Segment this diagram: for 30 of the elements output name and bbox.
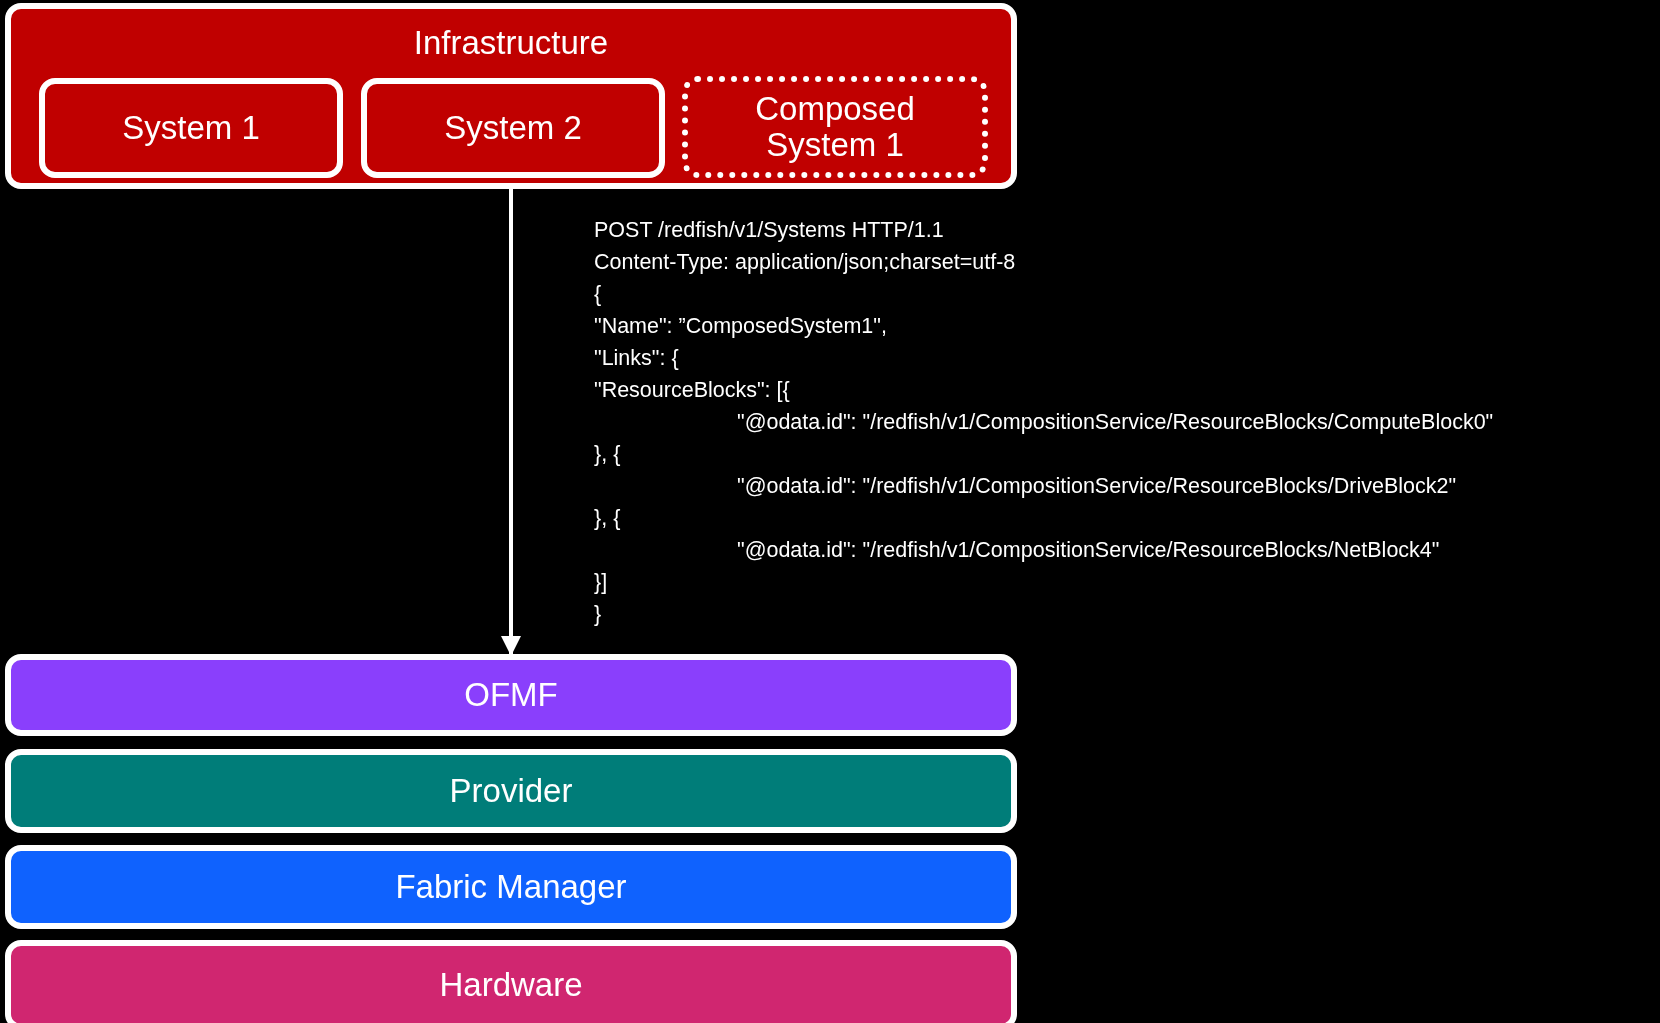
system-box (361, 78, 665, 178)
code-line: "ResourceBlocks": [{ (594, 378, 790, 404)
node-label: System 2 (444, 109, 582, 147)
code-line: }] (594, 570, 608, 596)
node-label: System 1 (122, 109, 260, 147)
code-line: "@odata.id": "/redfish/v1/CompositionService/ResourceBlocks/ComputeBlock0" (737, 410, 1494, 436)
node-label: Fabric Manager (395, 868, 627, 906)
code-line: }, { (594, 506, 621, 532)
node-label: Composed System 1 (754, 90, 916, 164)
code-line: { (594, 282, 602, 308)
system-box (682, 76, 988, 178)
node-label: Hardware (439, 966, 583, 1004)
infrastructure-panel (5, 3, 1017, 189)
code-line: Content-Type: application/json;charset=utf-8 (594, 250, 1016, 276)
code-line: } (594, 602, 602, 628)
code-line: "@odata.id": "/redfish/v1/CompositionService/ResourceBlocks/NetBlock4" (737, 538, 1440, 564)
layer-bar (5, 749, 1017, 833)
layer-bar (5, 845, 1017, 929)
arrow (501, 189, 521, 656)
code-line: "Links": { (594, 346, 679, 372)
code-line: "@odata.id": "/redfish/v1/CompositionService/ResourceBlocks/DriveBlock2" (737, 474, 1457, 500)
node-label: Infrastructure (412, 25, 610, 62)
node-label: OFMF (464, 676, 558, 714)
system-box (39, 78, 343, 178)
layer-bar (5, 940, 1017, 1023)
layer-bar (5, 654, 1017, 736)
node-label: Provider (449, 772, 573, 810)
code-line: POST /redfish/v1/Systems HTTP/1.1 (594, 218, 944, 244)
code-line: "Name": ”ComposedSystem1", (594, 314, 887, 340)
code-line: }, { (594, 442, 621, 468)
